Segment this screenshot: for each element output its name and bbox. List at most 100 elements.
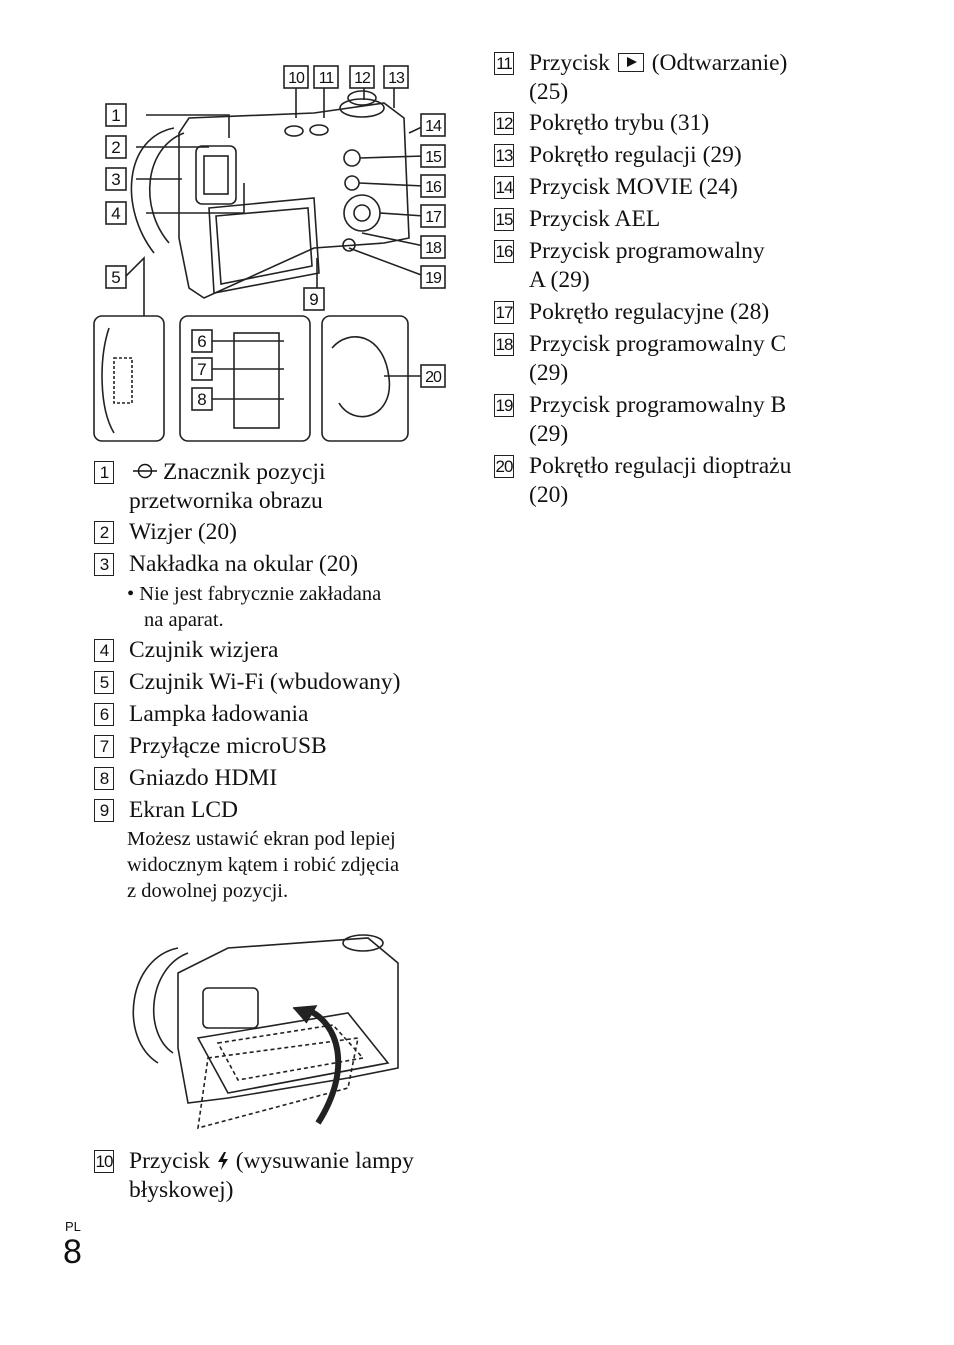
item-number: 10 xyxy=(94,1150,114,1173)
callout-16: 16 xyxy=(425,179,442,196)
item-text: Przycisk xyxy=(529,50,610,76)
item-13: 13 Pokrętło regulacji (29) xyxy=(494,141,742,170)
note-line: Możesz ustawić ekran pod lepiej xyxy=(127,828,396,850)
note-3: • Nie jest fabrycznie zakładana na apara… xyxy=(127,581,381,633)
item-text: Lampka ładowania xyxy=(129,701,309,727)
callout-3: 3 xyxy=(111,170,120,189)
item-text: Pokrętło trybu (31) xyxy=(529,110,710,136)
item-16: 16 Przycisk programowalny A (29) xyxy=(494,237,765,295)
item-7: 7 Przyłącze microUSB xyxy=(94,732,327,761)
callout-18: 18 xyxy=(425,240,442,257)
language-label: PL xyxy=(65,1219,81,1234)
note-9: Możesz ustawić ekran pod lepiej widoczny… xyxy=(127,826,399,904)
item-number: 20 xyxy=(494,455,514,478)
camera-rear-diagram: 1 2 3 4 5 6 7 8 9 10 11 12 13 14 15 16 1… xyxy=(93,65,446,442)
item-18: 18 Przycisk programowalny C (29) xyxy=(494,330,786,388)
page-number: 8 xyxy=(63,1233,82,1271)
item-8: 8 Gniazdo HDMI xyxy=(94,764,277,793)
item-text: Przyłącze microUSB xyxy=(129,733,327,759)
item-5: 5 Czujnik Wi-Fi (wbudowany) xyxy=(94,668,400,697)
item-19: 19 Przycisk programowalny B (29) xyxy=(494,391,786,449)
item-number: 18 xyxy=(494,333,514,356)
item-text: Przycisk programowalny xyxy=(529,238,765,264)
item-text: Czujnik wizjera xyxy=(129,637,279,663)
item-number: 19 xyxy=(494,394,514,417)
item-text: (Odtwarzanie) xyxy=(651,50,788,76)
note-line: widocznym kątem i robić zdjęcia xyxy=(127,854,400,876)
callout-15: 15 xyxy=(425,149,442,166)
note-line: na aparat. xyxy=(144,609,224,631)
playback-icon xyxy=(617,53,644,72)
callout-10: 10 xyxy=(288,70,305,87)
note-line: z dowolnej pozycji. xyxy=(127,880,289,902)
item-number: 11 xyxy=(494,52,514,75)
item-text-cont: przetwornika obrazu xyxy=(129,488,323,514)
item-text: Nakładka na okular (20) xyxy=(129,551,359,577)
item-text: Gniazdo HDMI xyxy=(129,765,278,791)
item-text: Znacznik pozycji xyxy=(163,459,326,485)
item-text: Przycisk AEL xyxy=(529,206,661,232)
item-number: 14 xyxy=(494,176,514,199)
item-1: 1 Znacznik pozycji przetwornika obrazu xyxy=(94,458,325,516)
callout-17: 17 xyxy=(425,209,442,226)
item-text: Pokrętło regulacji (29) xyxy=(529,142,742,168)
item-11: 11 Przycisk (Odtwarzanie) (25) xyxy=(494,49,787,107)
item-number: 17 xyxy=(494,301,514,324)
callout-6: 6 xyxy=(197,332,206,351)
item-12: 12 Pokrętło trybu (31) xyxy=(494,109,709,138)
callout-8: 8 xyxy=(197,390,206,409)
item-3: 3 Nakładka na okular (20) xyxy=(94,550,358,579)
item-text: Czujnik Wi-Fi (wbudowany) xyxy=(129,669,401,695)
item-text-cont: A (29) xyxy=(529,267,590,293)
item-20: 20 Pokrętło regulacji dioptrażu (20) xyxy=(494,452,791,510)
item-number: 4 xyxy=(94,639,114,662)
item-text: (wysuwanie lampy xyxy=(235,1148,414,1174)
item-number: 1 xyxy=(94,461,114,484)
item-number: 7 xyxy=(94,735,114,758)
item-4: 4 Czujnik wizjera xyxy=(94,636,278,665)
item-text: Przycisk MOVIE (24) xyxy=(529,174,738,200)
callout-14: 14 xyxy=(425,118,442,135)
callout-20: 20 xyxy=(425,369,442,386)
item-text-cont: (25) xyxy=(529,79,569,105)
item-number: 6 xyxy=(94,703,114,726)
item-text-cont: błyskowej) xyxy=(129,1177,234,1203)
image-sensor-position-icon xyxy=(133,458,157,479)
callout-5: 5 xyxy=(111,268,120,287)
item-number: 3 xyxy=(94,553,114,576)
item-2: 2 Wizjer (20) xyxy=(94,518,237,547)
item-number: 2 xyxy=(94,521,114,544)
item-14: 14 Przycisk MOVIE (24) xyxy=(494,173,738,202)
item-number: 15 xyxy=(494,208,514,231)
callout-19: 19 xyxy=(425,270,442,287)
item-10: 10 Przycisk (wysuwanie lampy błyskowej) xyxy=(94,1147,414,1205)
item-text: Ekran LCD xyxy=(129,797,238,823)
item-number: 9 xyxy=(94,799,114,822)
item-17: 17 Pokrętło regulacyjne (28) xyxy=(494,298,769,327)
item-6: 6 Lampka ładowania xyxy=(94,700,308,729)
callout-13: 13 xyxy=(388,70,405,87)
item-number: 5 xyxy=(94,671,114,694)
note-line: • Nie jest fabrycznie zakładana xyxy=(127,583,382,605)
callout-1: 1 xyxy=(111,106,120,125)
item-text: Pokrętło regulacyjne (28) xyxy=(529,299,770,325)
item-9: 9 Ekran LCD xyxy=(94,796,238,825)
callout-11: 11 xyxy=(319,70,335,87)
item-number: 12 xyxy=(494,112,514,135)
callout-7: 7 xyxy=(197,360,206,379)
item-text-cont: (29) xyxy=(529,421,569,447)
callout-12: 12 xyxy=(354,70,371,87)
item-number: 13 xyxy=(494,144,514,167)
item-text: Przycisk programowalny B xyxy=(529,392,787,418)
item-text: Pokrętło regulacji dioptrażu xyxy=(529,453,792,479)
item-text: Wizjer (20) xyxy=(129,519,238,545)
flash-icon xyxy=(216,1149,230,1170)
item-text: Przycisk programowalny C xyxy=(529,331,787,357)
item-number: 8 xyxy=(94,767,114,790)
item-text-cont: (29) xyxy=(529,360,569,386)
callout-2: 2 xyxy=(111,138,120,157)
item-text-cont: (20) xyxy=(529,482,569,508)
callout-4: 4 xyxy=(111,204,120,223)
item-text: Przycisk xyxy=(129,1148,210,1174)
callout-9: 9 xyxy=(309,290,318,309)
